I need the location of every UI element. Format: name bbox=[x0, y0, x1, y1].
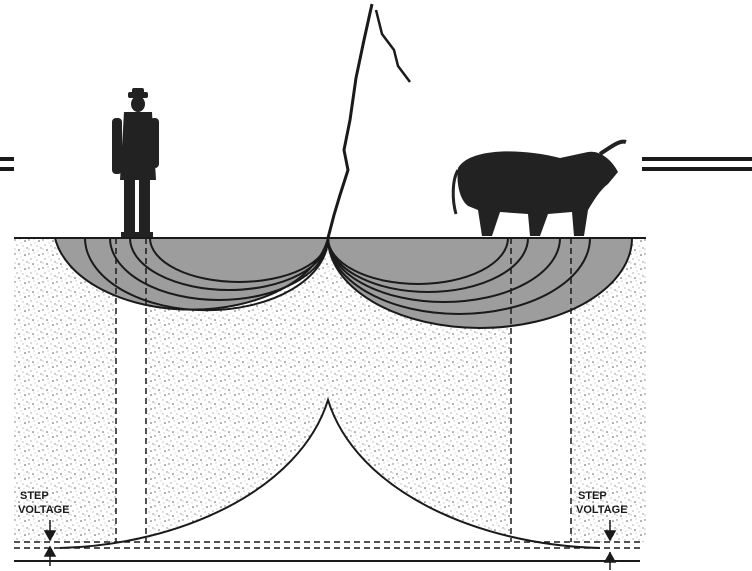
blank-column-right bbox=[511, 300, 571, 542]
person-icon bbox=[112, 88, 159, 237]
lightning-bolt-icon bbox=[328, 4, 372, 238]
step-voltage-label-right-line2: VOLTAGE bbox=[576, 504, 628, 516]
power-line-right-icon bbox=[642, 157, 752, 171]
power-line-left-icon bbox=[0, 157, 14, 171]
bull-icon bbox=[453, 142, 626, 236]
step-voltage-label-left-line1: STEP bbox=[20, 490, 49, 502]
blank-column-left bbox=[116, 300, 146, 542]
lightning-branch-icon bbox=[376, 10, 410, 82]
step-voltage-label-left-line2: VOLTAGE bbox=[18, 504, 70, 516]
step-voltage-label-right-line1: STEP bbox=[578, 490, 607, 502]
